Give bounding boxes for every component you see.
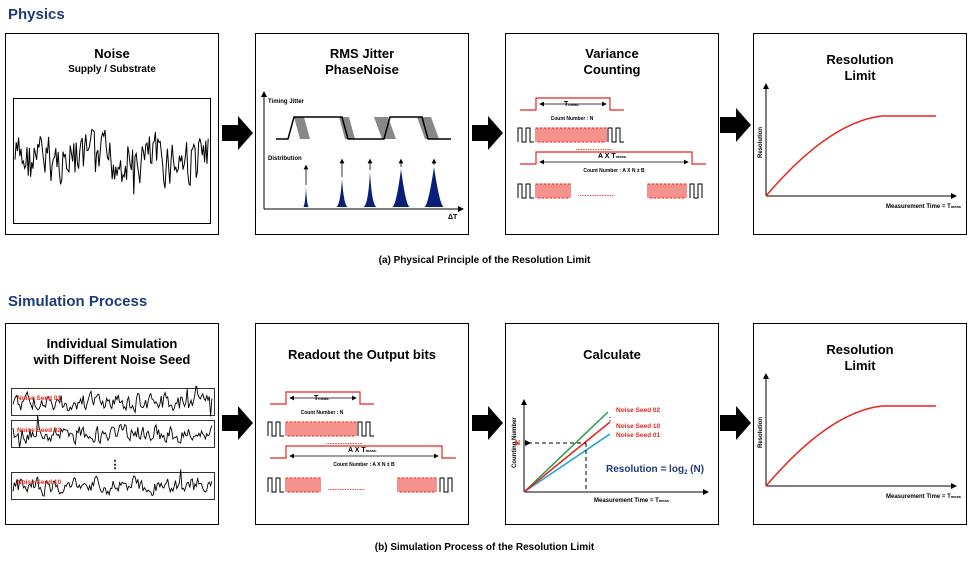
noise-title: Noise bbox=[94, 46, 130, 61]
arrow-right-icon bbox=[222, 116, 253, 150]
legend-seed-01: Noise Seed 01 bbox=[616, 432, 660, 439]
svg-text:......................: ...................... bbox=[578, 192, 615, 198]
svg-text:Count Number : A X N ± B: Count Number : A X N ± B bbox=[583, 168, 645, 174]
svg-text:......................: ...................... bbox=[326, 440, 363, 446]
seed-label-02: Noise Seed 02 bbox=[17, 427, 61, 434]
counting-diagram: Tmeas. Count Number : N..................… bbox=[517, 97, 706, 199]
svg-text:A X Tmeas.: A X Tmeas. bbox=[348, 447, 377, 454]
panel-individual-simulation: Individual Simulation with Different Noi… bbox=[5, 323, 219, 525]
svg-text:Tmeas.: Tmeas. bbox=[314, 395, 330, 402]
panel-noise: Noise Supply / Substrate bbox=[5, 33, 219, 235]
legend-dots: : bbox=[609, 416, 611, 423]
seed-label-01: Noise Seed 01 bbox=[17, 395, 61, 402]
noise-subtitle: Supply / Substrate bbox=[68, 64, 156, 75]
panel-readout: Readout the Output bits Tmeas. Count Numb… bbox=[255, 323, 469, 525]
resolution2-title-1: Resolution bbox=[826, 342, 894, 357]
caption-physics: (a) Physical Principle of the Resolution… bbox=[378, 255, 591, 266]
arrow-right-icon bbox=[720, 406, 751, 440]
panel-resolution-limit: Resolution Limit Resolution Measurement … bbox=[753, 33, 967, 235]
arrow-right-icon bbox=[720, 108, 751, 142]
vertical-dots: ⋮ bbox=[110, 459, 121, 471]
variance-title-1: Variance bbox=[585, 46, 639, 61]
calc-ylabel: Counting Number bbox=[512, 417, 518, 468]
svg-text:......................: ...................... bbox=[328, 486, 365, 492]
readout-title: Readout the Output bits bbox=[287, 347, 437, 362]
distribution-label: Distribution bbox=[268, 156, 302, 162]
arrow-right-icon bbox=[472, 406, 503, 440]
rms-title-2: PhaseNoise bbox=[325, 62, 399, 77]
calc-xlabel: Measurement Time = Tmeas bbox=[594, 498, 670, 504]
individual-title-1: Individual Simulation bbox=[46, 336, 178, 351]
panel-calculate: Calculate Counting Number N Noise Seed 0… bbox=[505, 323, 719, 525]
section-heading-physics: Physics bbox=[8, 6, 65, 23]
arrow-right-icon bbox=[222, 406, 253, 440]
arrow-right-icon bbox=[472, 116, 503, 150]
svg-text:A X Tmeas.: A X Tmeas. bbox=[598, 153, 627, 160]
section-heading-simulation: Simulation Process bbox=[8, 293, 148, 310]
svg-text:Count Number : A X N ± B: Count Number : A X N ± B bbox=[333, 462, 395, 468]
noise-waveform bbox=[13, 98, 211, 224]
noise-seed-waveforms: Noise Seed 01 Noise Seed 02 Noise Seed 1… bbox=[11, 386, 215, 500]
caption-simulation: (b) Simulation Process of the Resolution… bbox=[374, 542, 595, 553]
individual-title-2: with Different Noise Seed bbox=[33, 352, 191, 367]
resolution-formula: Resolution = log2 (N) bbox=[606, 464, 704, 476]
resolution2-title-2: Limit bbox=[844, 358, 876, 373]
svg-text:Count Number : N: Count Number : N bbox=[301, 410, 344, 416]
panel-resolution-limit-2: Resolution Limit Resolution Measurement … bbox=[753, 323, 967, 525]
readout-diagram: Tmeas. Count Number : N..................… bbox=[267, 391, 456, 493]
resolution-title-2: Limit bbox=[844, 68, 876, 83]
svg-text:......................: ...................... bbox=[576, 146, 613, 152]
calculate-chart: Counting Number N Noise Seed 02 Noise Se… bbox=[512, 399, 709, 504]
calc-n-label: N bbox=[515, 440, 520, 447]
panel-variance-counting: Variance Counting Tmeas. Count Number : N… bbox=[505, 33, 719, 235]
svg-text:Tmeas.: Tmeas. bbox=[564, 101, 580, 108]
legend-seed-02: Noise Seed 02 bbox=[616, 407, 660, 414]
delta-t-label: ΔT bbox=[448, 214, 458, 221]
variance-title-2: Counting bbox=[583, 62, 641, 77]
resolution-curve-2: Resolution Measurement Time = Tmeas bbox=[758, 373, 962, 500]
resolution-title-1: Resolution bbox=[826, 52, 894, 67]
resolution-curve: Resolution Measurement Time = Tmeas bbox=[758, 83, 962, 210]
timing-jitter-label: Timing Jitter bbox=[268, 99, 305, 105]
rms-title-1: RMS Jitter bbox=[329, 46, 395, 61]
calculate-title: Calculate bbox=[583, 347, 641, 362]
resolution-xlabel: Measurement Time = Tmeas bbox=[886, 204, 962, 210]
panel-rms-jitter: RMS Jitter PhaseNoise Timing Jitter Dist… bbox=[255, 33, 469, 235]
jitter-diagram: Timing Jitter Distribution ΔT bbox=[261, 91, 464, 221]
legend-seed-10: Noise Seed 10 bbox=[616, 423, 660, 430]
resolution2-ylabel: Resolution bbox=[758, 417, 764, 448]
resolution-ylabel: Resolution bbox=[758, 127, 764, 158]
svg-text:Count Number : N: Count Number : N bbox=[551, 116, 594, 122]
seed-label-10: Noise Seed 10 bbox=[17, 479, 61, 486]
resolution2-xlabel: Measurement Time = Tmeas bbox=[886, 494, 962, 500]
